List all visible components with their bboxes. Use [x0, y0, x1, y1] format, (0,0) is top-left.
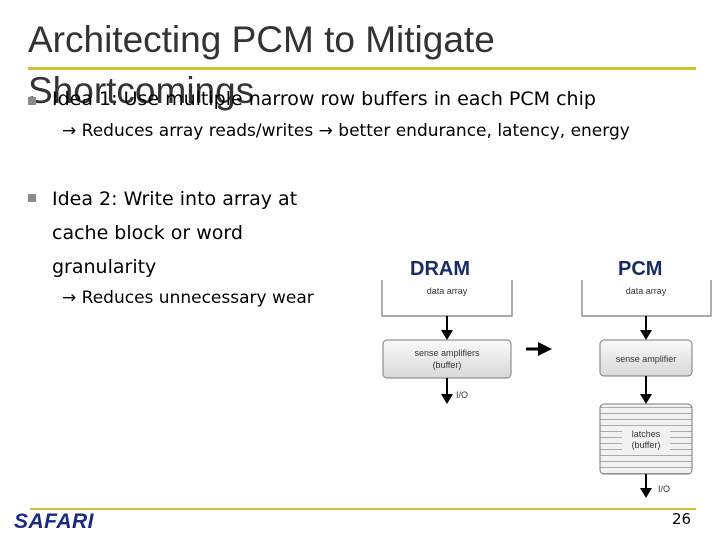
- transition-arrow-icon: [526, 342, 552, 356]
- down-arrow-icon: [441, 330, 453, 340]
- bullet-2-subpoint: → Reduces unnecessary wear: [62, 286, 314, 310]
- dram-column: data array sense amplifiers (buffer) I/O: [381, 280, 513, 404]
- bullet-2-subpoint-text: Reduces unnecessary wear: [81, 288, 314, 308]
- right-arrow-icon: →: [62, 288, 77, 308]
- bullet-2-text: Idea 2: Write into array at cache block …: [52, 188, 298, 278]
- slide-title: Architecting PCM to Mitigate Shortcoming…: [28, 14, 495, 116]
- pcm-sense-amplifier-label: sense amplifier: [616, 354, 677, 364]
- pcm-latches-label-bg: [622, 428, 670, 452]
- slide-title-line-1: Architecting PCM to Mitigate: [28, 19, 495, 60]
- down-arrow-icon: [441, 394, 453, 404]
- dram-buffer-label-1: sense amplifiers: [414, 348, 480, 358]
- safari-logo: SAFARI: [14, 510, 95, 533]
- slide-title-line-2: Shortcomings: [28, 70, 255, 111]
- page-number: 26: [672, 510, 692, 528]
- pcm-io-label: I/O: [658, 484, 670, 494]
- pcm-latches-label-1: latches: [632, 429, 661, 439]
- dram-sense-amplifiers-box: [382, 339, 512, 379]
- bullet-1-text: Idea 1: Use multiple narrow row buffers …: [52, 88, 596, 110]
- down-arrow-icon: [640, 394, 652, 404]
- dram-io-label: I/O: [456, 390, 468, 400]
- down-arrow-icon: [640, 330, 652, 340]
- dram-label: DRAM: [410, 258, 470, 280]
- down-arrow-icon: [640, 488, 652, 498]
- bullet-icon: [28, 97, 36, 105]
- footer-divider: [30, 508, 696, 510]
- bullet-1-subpoint: → Reduces array reads/writes → better en…: [62, 119, 630, 143]
- pcm-label: PCM: [618, 258, 663, 280]
- title-divider: [28, 67, 696, 70]
- dram-buffer-label-2: (buffer): [433, 360, 462, 370]
- pcm-column: data array sense amplifier latches (buff…: [581, 280, 712, 498]
- bullet-1-subpoint-text: Reduces array reads/writes → better endu…: [81, 121, 630, 141]
- right-arrow-icon: →: [62, 121, 77, 141]
- pcm-data-array-label: data array: [626, 286, 667, 296]
- dram-data-array-label: data array: [427, 286, 468, 296]
- pcm-latches-label-2: (buffer): [632, 440, 661, 450]
- bullet-icon: [28, 194, 36, 202]
